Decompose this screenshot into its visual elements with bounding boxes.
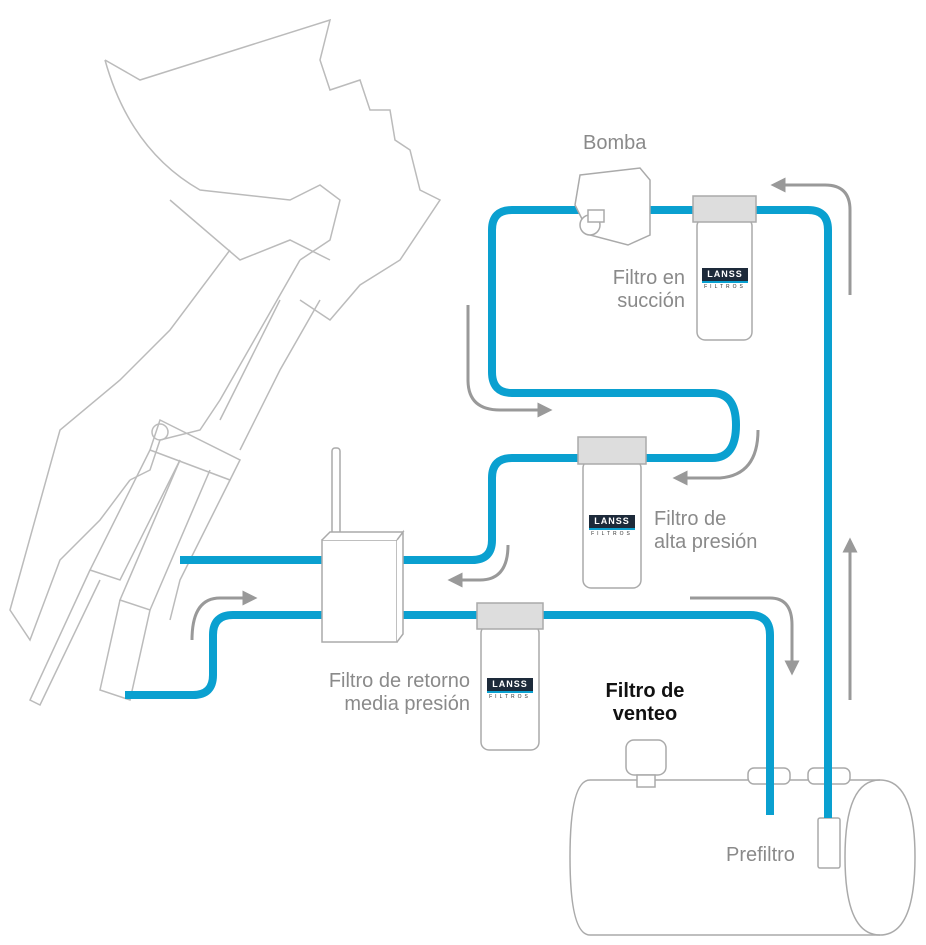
high-pressure-filter: [577, 436, 647, 589]
pump: [574, 167, 651, 246]
pipes: [125, 206, 832, 815]
control-valve: [321, 447, 405, 643]
arrow-icon: [690, 596, 800, 676]
arrow-icon: [447, 544, 510, 588]
vent-filter: [625, 739, 667, 788]
excavator-arm: [9, 18, 442, 707]
arrow-icon: [466, 305, 553, 418]
tank: [569, 739, 916, 936]
lanss-logo: LANSS: [702, 268, 748, 283]
return-filter: [476, 602, 544, 751]
arrow-icon: [672, 429, 760, 486]
prefilter-label: Prefiltro: [726, 844, 795, 866]
flow-arrows: [190, 177, 858, 700]
lanss-logo: LANSS: [589, 515, 635, 530]
lanss-logo: LANSS: [487, 678, 533, 693]
prefilter: [817, 817, 841, 869]
return-line: [125, 611, 774, 815]
arrow-icon: [190, 590, 258, 641]
arrow-icon: [770, 177, 852, 295]
pump-label: Bomba: [583, 132, 647, 154]
suction-pressure-line: [180, 206, 832, 815]
